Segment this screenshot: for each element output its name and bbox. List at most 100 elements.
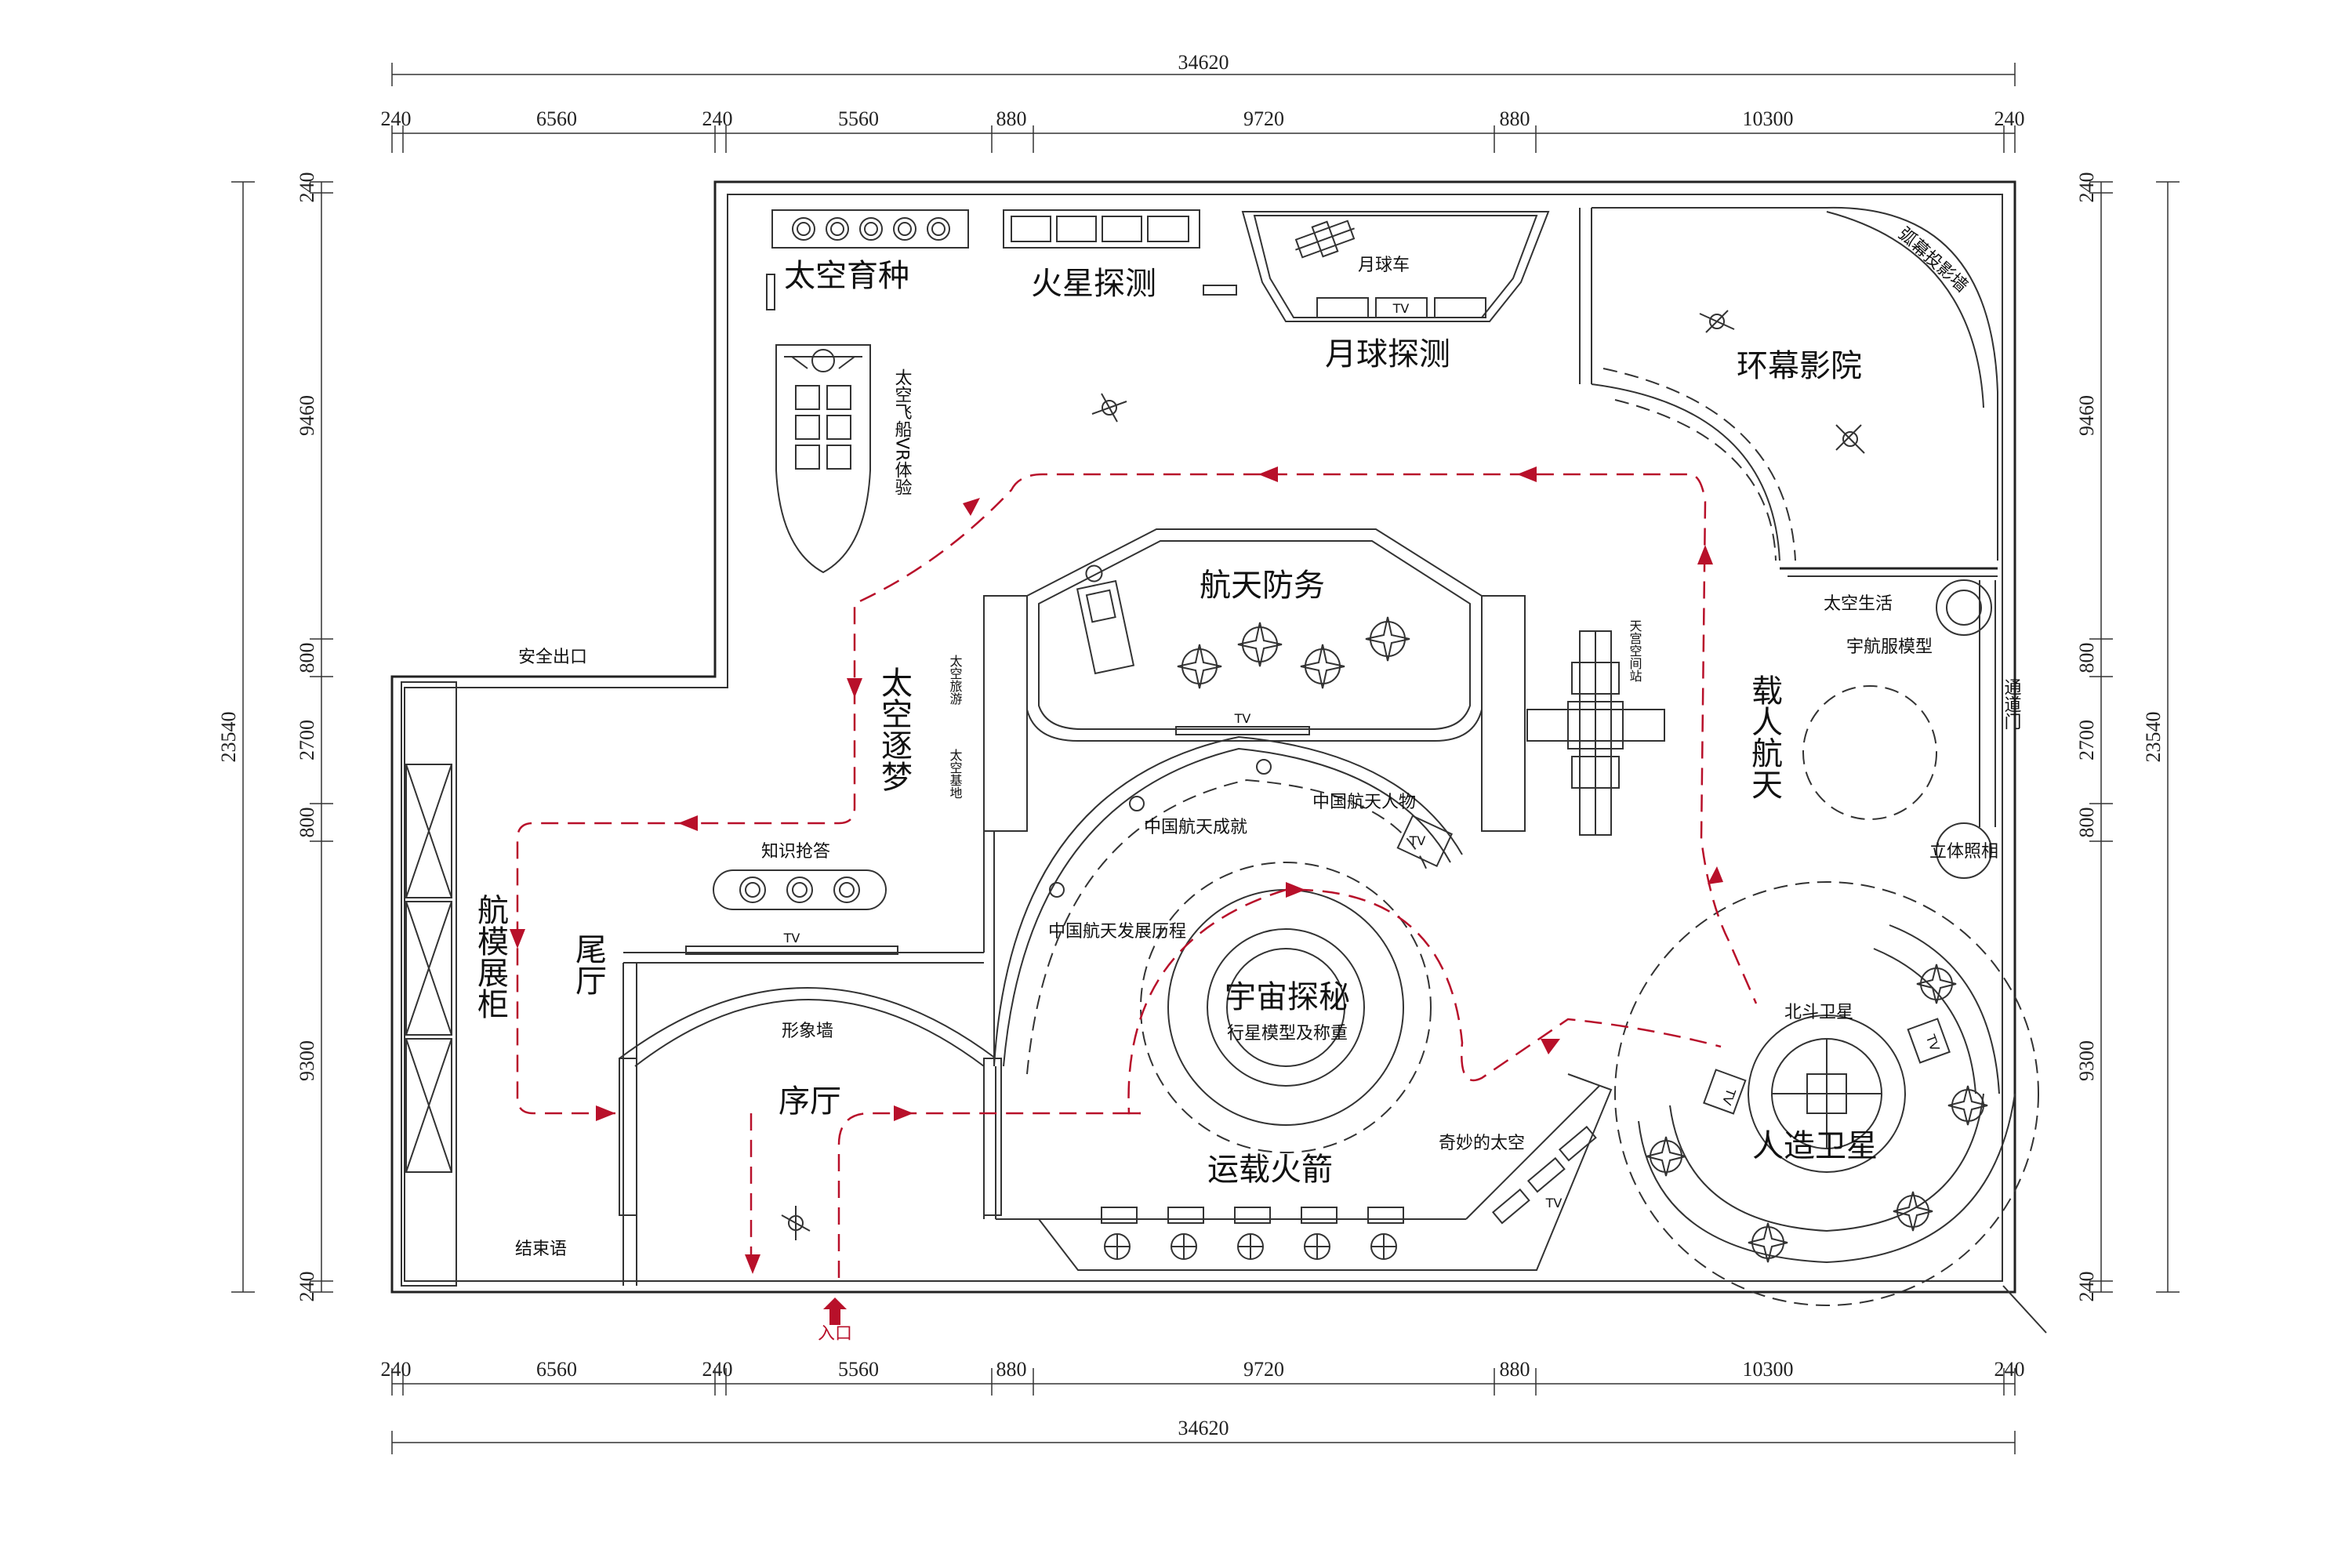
zone-universe: 宇宙探秘 (1225, 979, 1350, 1015)
defense-missile (1237, 622, 1283, 667)
dim-total-height-left: 23540 (217, 712, 240, 763)
dim-total-height-right: 23540 (2142, 712, 2165, 763)
left-dimensions: 23540 240 9460 800 2700 800 9300 240 (217, 172, 333, 1302)
top-exhibits: TV 月球车 (766, 209, 1550, 322)
dim-top-4: 880 (996, 107, 1027, 130)
zone-defense: 航天防务 (1200, 568, 1325, 604)
zone-moon: 月球探测 (1325, 336, 1450, 372)
tail-tv-label: TV (783, 931, 800, 946)
dim-total-width-top: 34620 (1178, 51, 1229, 74)
outer-walls (390, 180, 2016, 1294)
dim-right-3: 2700 (2075, 720, 2098, 760)
dim-bottom-6: 880 (1500, 1358, 1530, 1381)
dim-bottom-2: 240 (702, 1358, 733, 1381)
vr-spaceship (775, 344, 1127, 574)
space-station (1526, 630, 1665, 836)
rocket-tv-label: TV (1545, 1196, 1563, 1210)
zone-cinema: 环幕影院 (1737, 348, 1862, 384)
dim-left-3: 2700 (296, 720, 318, 760)
person-icon (781, 1206, 811, 1240)
history-label: 中国航天发展历程 (1048, 922, 1186, 942)
dim-bottom-4: 880 (996, 1358, 1027, 1381)
figures-tv-label: TV (1409, 833, 1426, 848)
dim-bottom-7: 10300 (1743, 1358, 1794, 1381)
planets-label: 行星模型及称重 (1227, 1024, 1348, 1044)
dim-bottom-1: 6560 (536, 1358, 577, 1381)
entrance-label: 入口 (818, 1324, 852, 1344)
zone-rocket: 运载火箭 (1207, 1152, 1333, 1188)
top-dimensions: 34620 240 6560 240 5560 880 9720 880 103… (381, 51, 2025, 153)
zone-model-cabinet: 航模展柜 (472, 894, 509, 1019)
zone-manned: 载人航天 (1746, 674, 1782, 800)
defense-missile (1365, 616, 1410, 662)
dim-left-1: 9460 (296, 395, 318, 436)
dim-left-0: 240 (296, 172, 318, 203)
dim-right-6: 240 (2075, 1272, 2098, 1302)
satellite-tv-right: TV (1922, 1032, 1942, 1053)
achievements-label: 中国航天成就 (1144, 818, 1247, 837)
dim-top-6: 880 (1500, 107, 1530, 130)
cinema-room (1579, 206, 1998, 577)
dim-left-5: 9300 (296, 1040, 318, 1081)
dim-top-8: 240 (1994, 107, 2025, 130)
dim-top-1: 6560 (536, 107, 577, 130)
right-dimensions: 240 9460 800 2700 800 9300 240 23540 (2075, 172, 2180, 1302)
zone-dream: 太空逐梦 (876, 666, 912, 792)
quiz-label: 知识抢答 (761, 842, 830, 862)
manned-area (1802, 579, 1996, 879)
space-life-label: 太空生活 (1824, 594, 1893, 614)
visitor-route (510, 466, 1758, 1278)
dim-left-6: 240 (296, 1272, 318, 1302)
satellite-zone: TV TV (1614, 881, 2047, 1334)
dim-bottom-3: 5560 (838, 1358, 879, 1381)
defense-missile (1177, 644, 1222, 689)
zone-foyer: 序厅 (779, 1083, 841, 1120)
channel-door-label: 通道门 (2002, 678, 2022, 730)
dim-total-width-bottom: 34620 (1178, 1417, 1229, 1439)
zone-satellite: 人造卫星 (1752, 1128, 1878, 1164)
exit-label: 安全出口 (518, 648, 587, 667)
dim-top-3: 5560 (838, 107, 879, 130)
defense-missile (1300, 644, 1345, 689)
dim-left-2: 800 (296, 643, 318, 673)
dim-bottom-5: 9720 (1243, 1358, 1284, 1381)
zone-mars: 火星探测 (1031, 266, 1156, 302)
zone-space-breeding: 太空育种 (784, 258, 909, 294)
quiz-counter (713, 869, 887, 910)
dim-top-0: 240 (381, 107, 412, 130)
dim-right-4: 800 (2075, 808, 2098, 838)
dim-right-0: 240 (2075, 172, 2098, 203)
beidou-label: 北斗卫星 (1784, 1003, 1853, 1022)
dim-top-5: 9720 (1243, 107, 1284, 130)
bottom-dimensions: 240 6560 240 5560 880 9720 880 10300 240… (381, 1358, 2025, 1454)
suit-model-label: 宇航服模型 (1846, 637, 1933, 657)
dim-right-1: 9460 (2075, 395, 2098, 436)
wonder-label: 奇妙的太空 (1439, 1134, 1525, 1153)
dim-bottom-0: 240 (381, 1358, 412, 1381)
zone-station: 天宫空间站 (1628, 619, 1642, 682)
defense-zone: TV (983, 528, 1526, 832)
zone-space-travel: 太空旅游 (948, 655, 963, 706)
zone-space-base: 太空基地 (948, 749, 963, 799)
interior-walls: TV (619, 831, 1002, 1294)
dim-top-7: 10300 (1743, 107, 1794, 130)
dim-right-5: 9300 (2075, 1040, 2098, 1081)
entrance-marker (823, 1298, 847, 1325)
dim-bottom-8: 240 (1994, 1358, 2025, 1381)
zone-vr: 太空飞船VR体验 (892, 368, 913, 496)
dim-left-4: 800 (296, 808, 318, 838)
moon-rover-label: 月球车 (1358, 256, 1410, 275)
moon-tv-label: TV (1392, 301, 1410, 316)
defense-tv-label: TV (1234, 711, 1251, 726)
dim-right-2: 800 (2075, 643, 2098, 673)
figures-label: 中国航天人物 (1312, 793, 1416, 812)
model-cabinet (401, 681, 457, 1287)
dim-top-2: 240 (702, 107, 733, 130)
image-wall-label: 形象墙 (782, 1022, 833, 1041)
rocket-zone: TV (1038, 1073, 1613, 1271)
zone-tail-hall: 尾厅 (570, 933, 606, 996)
satellite-tv-left: TV (1719, 1086, 1739, 1107)
photo-label: 立体照相 (1929, 842, 1998, 862)
ending-label: 结束语 (515, 1240, 567, 1259)
